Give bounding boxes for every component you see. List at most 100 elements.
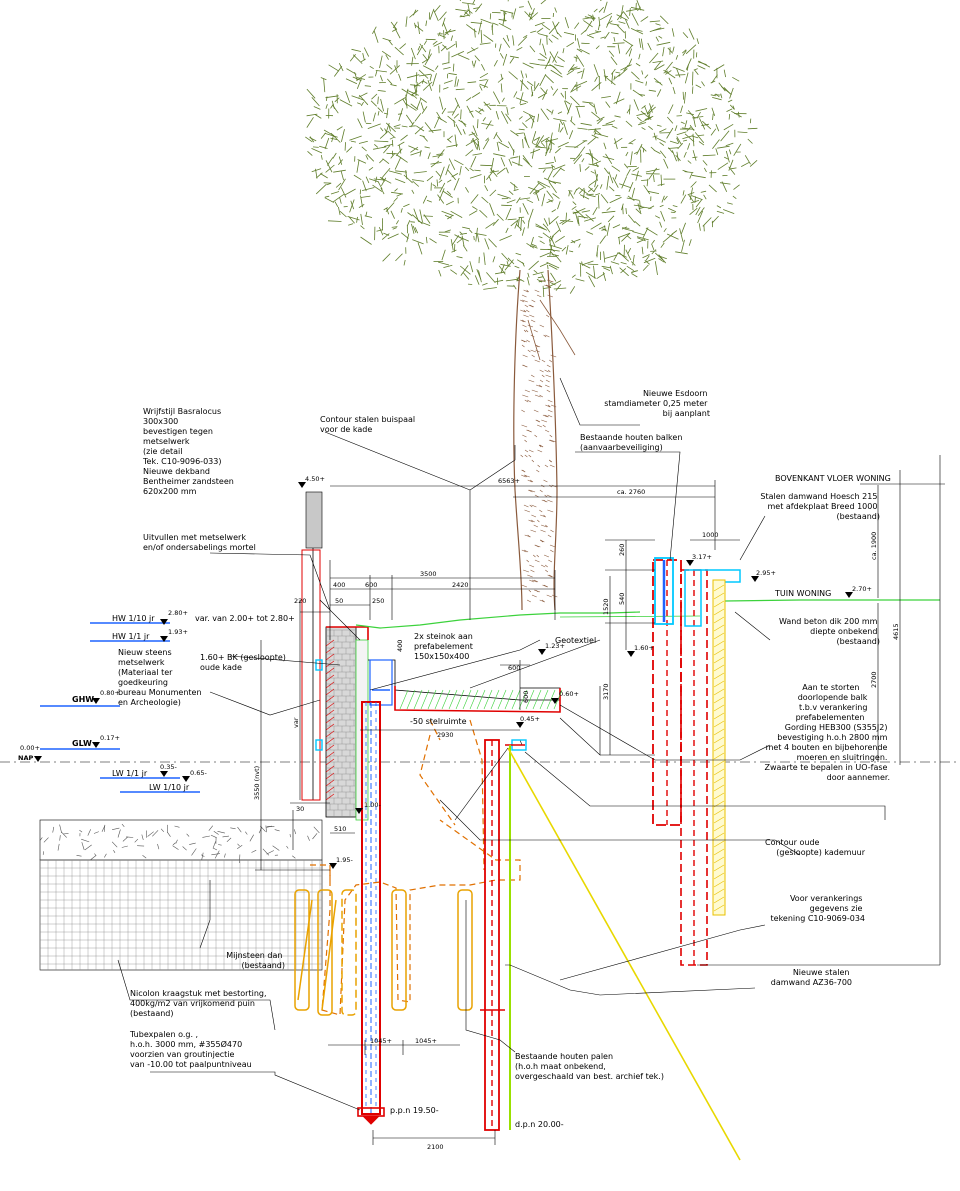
- dim-1045-b: 1045+: [415, 1037, 437, 1045]
- glw-label: GLW: [72, 739, 92, 748]
- level-marker: 4.50+: [298, 475, 325, 488]
- lw10-label: LW 1/10 jr: [149, 783, 190, 792]
- dim-6563: 6563+: [498, 477, 520, 485]
- existing-sheet-piles: [652, 557, 741, 966]
- dim-540: 540: [618, 593, 626, 605]
- level-marker: 1.00-: [355, 801, 381, 814]
- level-marker: 2.80+: [160, 609, 188, 625]
- dim-260: 260: [618, 544, 626, 556]
- new-sheet-pile: [480, 739, 511, 1131]
- aan-te-storten-label: Aan te storten doorlopende balk t.b.v ve…: [764, 683, 890, 782]
- svg-text:4.50+: 4.50+: [305, 475, 325, 483]
- dim-600-a: 600: [365, 581, 377, 589]
- contour-oude-label: Contour oude (gesloopte) kademuur: [765, 838, 866, 857]
- anchor-leader: [454, 747, 509, 821]
- dim-600-b: 600: [508, 664, 520, 672]
- verankering-label: Voor verankerings gegevens zie tekening …: [771, 894, 865, 923]
- dim-2760: ca. 2760: [617, 488, 645, 496]
- dim-3550: 3550 (nvt): [253, 766, 261, 800]
- steinok-label: 2x steinok aan prefabelement 150x150x400: [414, 632, 475, 661]
- wrijfstijl-label: Wrijfstijl Basralocus 300x300 bevestigen…: [142, 407, 236, 496]
- level-marker: 0.17+: [92, 734, 120, 748]
- level-marker: 1.93+: [160, 628, 188, 642]
- bovenkant-vloer-label: BOVENKANT VLOER WONING: [775, 474, 891, 483]
- level-marker: 1.95-: [329, 856, 353, 869]
- dim-30: 30: [296, 805, 304, 813]
- svg-text:0.65-: 0.65-: [190, 769, 207, 777]
- svg-text:2.95+: 2.95+: [756, 569, 776, 577]
- contour-buispaal-label: Contour stalen buispaal voor de kade: [320, 415, 418, 434]
- esdoorn-label: Nieuwe Esdoorn stamdiameter 0,25 meter b…: [604, 389, 710, 418]
- ppn-label: p.p.n 19.50-: [390, 1106, 439, 1115]
- dim-600-c: 600: [522, 691, 530, 703]
- dim-1900: ca. 1900: [870, 532, 878, 560]
- water-levels: [0, 622, 960, 793]
- level-marker: 0.60+: [551, 690, 579, 704]
- svg-text:0.45+: 0.45+: [520, 715, 540, 723]
- annotation-labels: Wrijfstijl Basralocus 300x300 bevestigen…: [18, 389, 891, 1129]
- svg-text:0.80+: 0.80+: [100, 689, 120, 697]
- old-quay-contour: [310, 719, 521, 1016]
- ghw-label: GHW: [72, 695, 94, 704]
- level-marker: 0.45+: [516, 715, 540, 728]
- svg-text:0.60+: 0.60+: [559, 690, 579, 698]
- uitvullen-label: Uitvullen met metselwerk en/of ondersabe…: [143, 533, 256, 552]
- svg-text:1.93+: 1.93+: [168, 628, 188, 636]
- svg-text:1.00-: 1.00-: [364, 801, 381, 809]
- svg-text:0.00+: 0.00+: [20, 744, 40, 752]
- timber-piles: [294, 889, 473, 1016]
- level-marker: 0.00+: [20, 744, 42, 762]
- ground-surface: [355, 599, 940, 629]
- dim-2100: 2100: [427, 1143, 444, 1151]
- level-marker: 0.80+: [92, 689, 120, 704]
- dim-1045-a: 1045+: [370, 1037, 392, 1045]
- level-marker: 1.23+: [538, 642, 565, 655]
- tuin-woning-label: TUIN WONING: [774, 589, 831, 598]
- tree-trunk: [513, 269, 576, 611]
- level-marker: 2.70+: [845, 585, 872, 598]
- svg-text:0.35-: 0.35-: [160, 763, 177, 771]
- leader-lines: [117, 377, 886, 1111]
- prefab-slab: [368, 659, 563, 751]
- houten-palen-label: Bestaande houten palen (h.o.h maat onbek…: [515, 1052, 664, 1081]
- tubex-pile: [357, 701, 385, 1125]
- dim-220: 220: [294, 597, 306, 605]
- level-marker: 0.35-: [160, 763, 177, 777]
- houten-balken-label: Bestaande houten balken (aanvaarbeveilig…: [580, 433, 685, 452]
- var-level-label: var. van 2.00+ tot 2.80+: [195, 614, 295, 623]
- dim-4615: 4615: [892, 623, 900, 640]
- level-marker: 3.17+: [686, 553, 712, 566]
- quay-wall: [301, 491, 369, 821]
- nicolon-label: Nicolon kraagstuk met bestorting, 400kg/…: [130, 989, 269, 1018]
- hw10-label: HW 1/10 jr: [112, 614, 155, 623]
- dimension-lines: [255, 455, 945, 1145]
- geotextiel-label: Geotextiel: [555, 636, 596, 645]
- damwand-hoesch-label: Stalen damwand Hoesch 215 met afdekplaat…: [760, 492, 880, 521]
- dim-400: 400: [333, 581, 345, 589]
- dim-250: 250: [372, 597, 384, 605]
- svg-text:2.80+: 2.80+: [168, 609, 188, 617]
- dim-var: var: [292, 717, 300, 728]
- level-marker: 2.95+: [751, 569, 776, 582]
- dim-3500: 3500: [420, 570, 437, 578]
- nieuw-steens-label: Nieuw steens metselwerk (Materiaal ter g…: [118, 648, 204, 707]
- tree-crown: [305, 0, 758, 298]
- level-marker: 1.60+: [627, 644, 654, 657]
- stelruimte-label: -50 stelruimte: [410, 717, 467, 726]
- level-marker: 0.65-: [182, 769, 207, 782]
- svg-text:3.17+: 3.17+: [692, 553, 712, 561]
- bk-gesloopte-label: 1.60+ BK (gesloopte) oude kade: [200, 653, 288, 672]
- lw1-label: LW 1/1 jr: [112, 769, 148, 778]
- svg-text:2.70+: 2.70+: [852, 585, 872, 593]
- dim-1000: 1000: [702, 531, 719, 539]
- dim-2420: 2420: [452, 581, 469, 589]
- dim-510: 510: [334, 825, 346, 833]
- dim-2700: 2700: [870, 671, 878, 688]
- hw1-label: HW 1/1 jr: [112, 632, 150, 641]
- anchor-line: [507, 747, 741, 1161]
- dim-1520: 1520: [602, 598, 610, 615]
- level-markers: 4.50+ 3.17+ 2.95+ 2.70+ 2.80+ 1.93+ 0.80…: [20, 475, 872, 869]
- mijnsteen-label: Mijnsteen dan (bestaand): [226, 951, 285, 970]
- dim-2930: 2930: [437, 731, 454, 739]
